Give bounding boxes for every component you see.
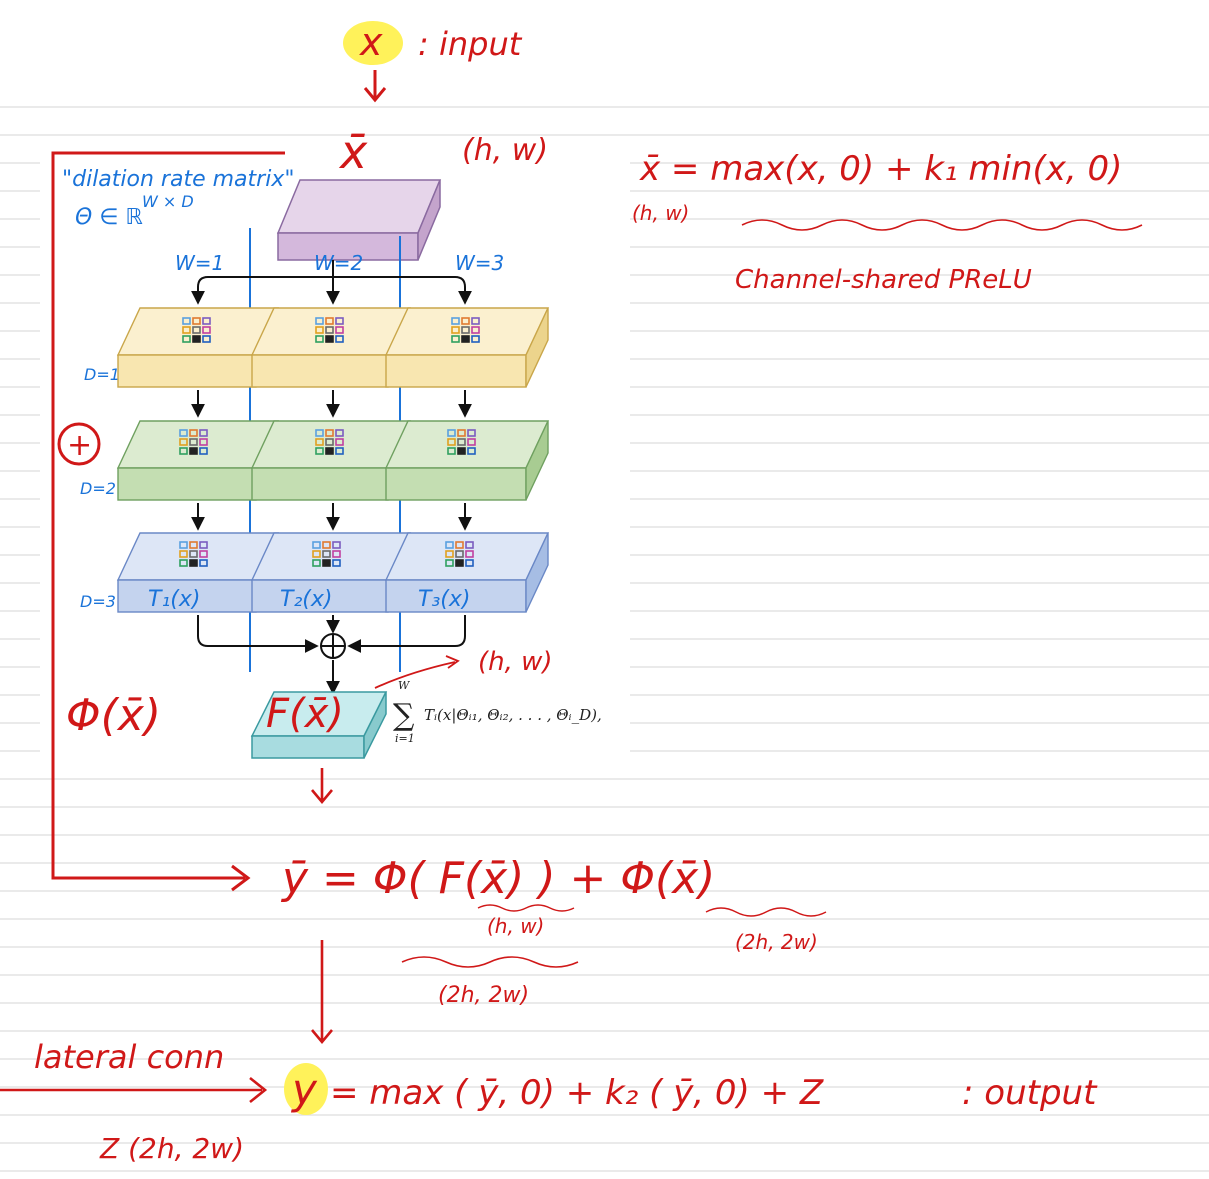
dilation-def: Θ ∈ ℝ [75,205,143,230]
svg-text:+: + [67,428,92,463]
lateral-label: lateral conn [34,1038,224,1076]
output-label: : output [962,1073,1098,1113]
prelu-equation: x̄ = max(x, 0) + k₁ min(x, 0) [639,149,1122,189]
prelu-shape: (h, w) [632,201,689,225]
t1-label: T₁(x) [148,587,200,612]
residual-connection-line [51,151,285,892]
arrows-d2-d3 [191,503,472,531]
z-label: Z (2h, 2w) [99,1132,244,1165]
output-equation: = max ( ȳ, 0) + k₂ ( ȳ, 0) + Z [330,1073,824,1113]
t2-label: T₂(x) [280,587,332,612]
svg-text:W: W [398,679,411,692]
xbar-symbol: x̄ [338,125,368,179]
svg-text:i=1: i=1 [395,732,415,745]
svg-text:∑: ∑ [393,698,415,733]
shape-phi: (2h, 2w) [735,930,818,954]
f-shape-arrow [374,655,460,689]
ybar-equation: ȳ = Φ( F(x̄) ) + Φ(x̄) [280,853,715,904]
prelu-name: Channel-shared PReLU [735,265,1032,295]
shape-outer: (2h, 2w) [438,983,529,1008]
prelu-underline [741,219,1143,231]
plus-circle-icon: + [57,422,101,466]
outer-underline [401,956,579,968]
column-label-w2: W=2 [314,251,363,275]
sum-formula: W ∑ i=1 Tᵢ(x|Θᵢ₁, Θᵢ₂, . . . , Θᵢ_D), [393,679,602,745]
column-label-w1: W=1 [175,251,224,275]
input-arrow [363,70,387,103]
row-d2-blocks [116,420,550,501]
row-label-d1: D=1 [84,365,120,384]
row-d3-blocks [116,532,550,613]
output-feature-block [250,691,388,759]
t3-label: T₃(x) [418,587,470,612]
column-label-w3: W=3 [455,251,504,275]
shape-inner: (h, w) [487,914,544,938]
arrows-d1-d2 [191,390,472,418]
dilation-title: "dilation rate matrix" [62,167,294,192]
input-label: : input [418,25,523,63]
input-feature-block [276,179,442,261]
inner-underline [477,904,575,912]
row-label-d2: D=2 [80,479,116,498]
sum-operator-icon [320,633,346,659]
down-arrow-to-ybar [311,768,333,805]
dilation-sup: W × D [142,192,194,211]
phi-underline [705,907,827,917]
output-highlight [284,1063,328,1115]
down-arrow-to-output [311,940,333,1045]
f-xbar: F(x̄) [266,691,344,737]
merge-arrows [197,615,466,695]
f-shape: (h, w) [478,647,553,677]
svg-text:Tᵢ(x|Θᵢ₁, Θᵢ₂, . . . , Θᵢ_D),: Tᵢ(x|Θᵢ₁, Θᵢ₂, . . . , Θᵢ_D), [424,706,602,724]
split-arrows [191,260,472,305]
output-symbol: y [290,1065,318,1114]
row-d1-blocks [116,307,550,388]
row-label-d3: D=3 [80,592,116,611]
lateral-arrow [0,1076,268,1104]
input-highlight [343,21,403,65]
phi-xbar: Φ(x̄) [66,690,161,741]
input-symbol: x [359,20,383,64]
xbar-shape: (h, w) [462,133,548,168]
